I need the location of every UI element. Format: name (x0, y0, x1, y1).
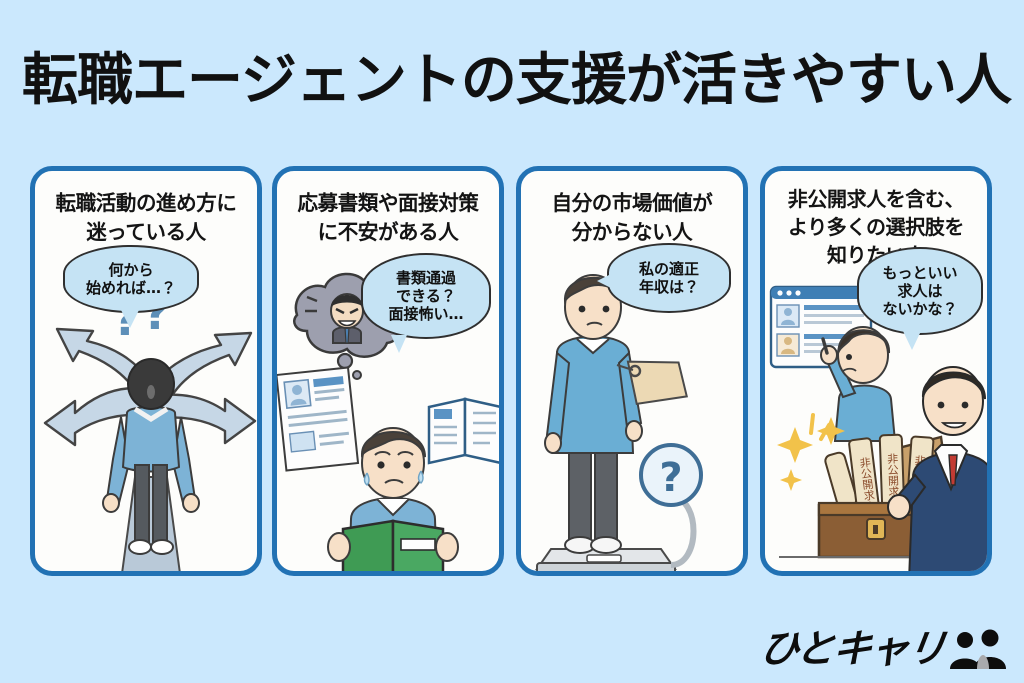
card-1-speech-bubble: 何から 始めれば…？ (63, 245, 199, 333)
card-2-bubble-line-1: 書類通過 (395, 268, 456, 287)
open-book-icon (427, 397, 499, 465)
card-4: 非公開求人を含む、 より多くの選択肢を 知りたい人 (760, 166, 992, 576)
sweating-worried-person (327, 427, 459, 571)
card-2-speech-bubble: 書類通過 できる？ 面接怖い… (361, 253, 491, 358)
searching-person (820, 326, 897, 442)
price-tag (616, 360, 689, 405)
card-3-title-line-2: 分からない人 (571, 220, 693, 244)
card-4-bubble-line-3: ないかな？ (882, 300, 958, 319)
card-4-bubble-line-1: もっといい (882, 263, 958, 282)
card-4-speech-bubble: もっといい 求人は ないかな？ (857, 247, 983, 355)
weight-scale (535, 494, 697, 571)
two-people-icon-svg (950, 629, 1006, 669)
card-1-title-line-2: 迷っている人 (86, 220, 206, 244)
thought-dot-large (336, 352, 354, 370)
bubble-tail (903, 331, 921, 350)
card-2: 応募書類や面接対策 に不安がある人 (272, 166, 504, 576)
resume-document (277, 366, 360, 472)
card-2-bubble-line-3: 面接怖い… (388, 305, 464, 324)
bubble-tail (391, 335, 407, 353)
card-3-speech-bubble: 私の適正 年収は？ (592, 243, 731, 313)
career-agent (887, 366, 987, 571)
card-1: 転職活動の進め方に 迷っている人 ? ? (30, 166, 262, 576)
card-2-title-line-2: に不安がある人 (317, 220, 459, 244)
market-value-scale-illustration-svg: ? (535, 274, 703, 571)
card-2-bubble-line-2: できる？ (396, 286, 456, 305)
thought-dot-small (352, 370, 362, 380)
card-3-title: 自分の市場価値が 分からない人 (527, 189, 737, 247)
card-1-illustration: ? ? (35, 267, 257, 571)
card-4-bubble-line-2: 求人は (897, 281, 943, 300)
question-gauge: ? (639, 443, 703, 507)
hidden-jobs-treasure-illustration-svg: 非公開求人 非公開求人 非公開求人 (769, 285, 987, 571)
card-4-illustration: 非公開求人 非公開求人 非公開求人 (765, 281, 987, 571)
sparkles (777, 413, 845, 491)
page-title: 転職エージェントの支援が活きやすい人 (22, 48, 1012, 113)
card-3-title-line-1: 自分の市場価値が (551, 191, 713, 215)
bubble-tail (597, 273, 613, 289)
two-people-icon (948, 629, 1006, 669)
card-3-bubble-line-1: 私の適正 (638, 259, 699, 278)
crossroads-illustration-svg: ? ? (43, 286, 257, 571)
logo-text: ひとキャリ (756, 627, 948, 672)
card-3-illustration: ? (521, 267, 743, 571)
card-4-title-line-2: より多くの選択肢を (788, 215, 964, 239)
card-3-bubble-line-2: 年収は？ (638, 278, 699, 296)
card-2-title-line-1: 応募書類や面接対策 (297, 191, 479, 215)
card-1-bubble-line-2: 始めれば…？ (85, 279, 176, 297)
brand-logo: ひとキャリ (756, 627, 1006, 672)
card-4-title-line-1: 非公開求人を含む、 (787, 187, 965, 211)
card-3: 自分の市場価値が 分からない人 ? (516, 166, 748, 576)
card-1-title: 転職活動の進め方に 迷っている人 (41, 189, 251, 247)
standing-person (544, 274, 643, 554)
bubble-tail (121, 310, 139, 328)
svg-text:?: ? (659, 455, 682, 501)
card-2-title: 応募書類や面接対策 に不安がある人 (283, 189, 493, 247)
card-1-bubble-line-1: 何から (108, 260, 154, 279)
card-1-title-line-1: 転職活動の進め方に (55, 191, 237, 215)
